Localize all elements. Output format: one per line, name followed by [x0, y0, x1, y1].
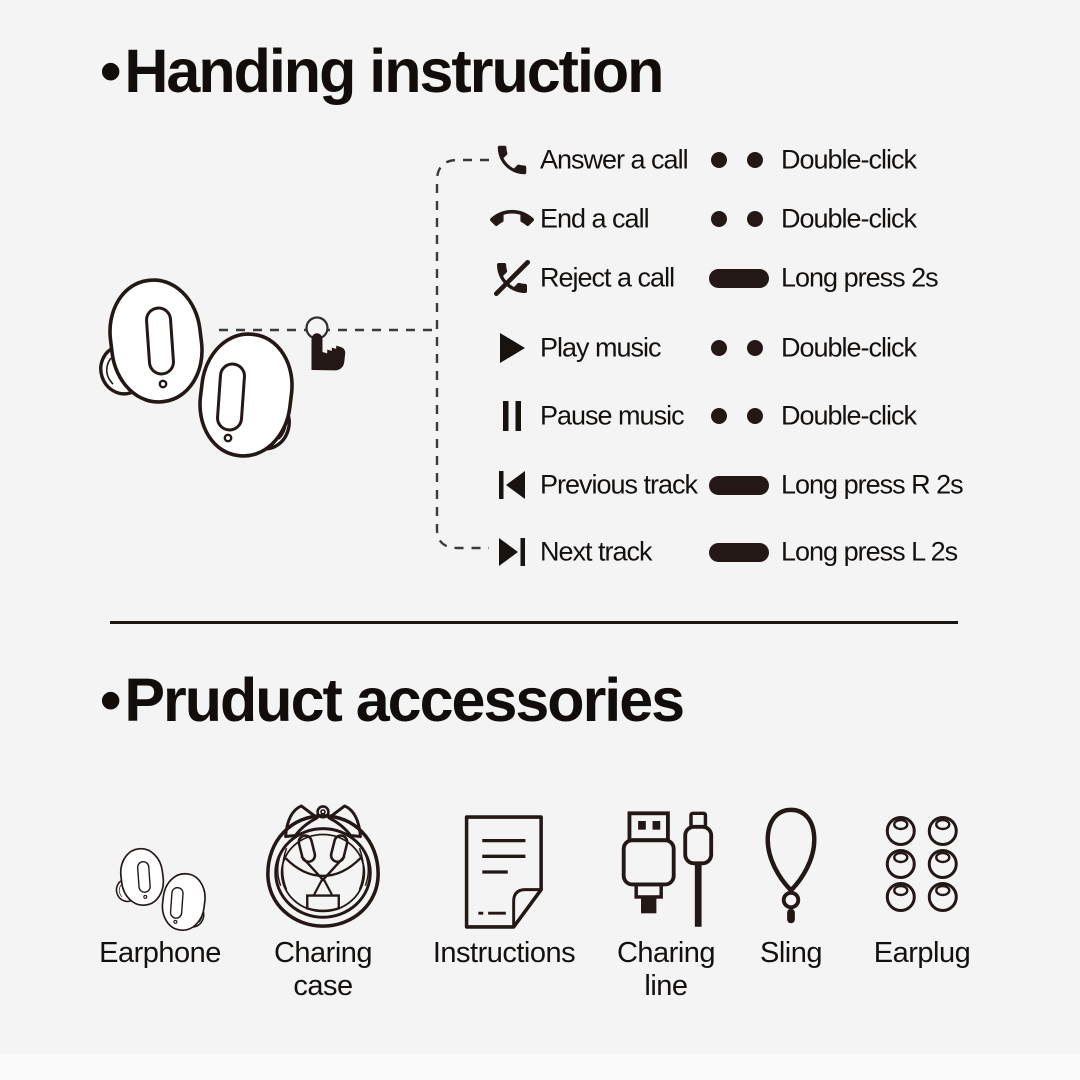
- accessory-item: Earplug: [873, 795, 971, 970]
- accessory-item: Earphone: [99, 795, 221, 970]
- accessory-label: Earplug: [873, 937, 971, 969]
- previous-track-icon: [489, 463, 535, 507]
- accessory-label: Sling: [760, 937, 823, 969]
- earphone-icon: [99, 795, 221, 933]
- handling-section-title: •Handing instruction: [100, 41, 664, 102]
- accessory-label: Charing line: [616, 937, 716, 1002]
- earplug-icon: [874, 795, 970, 933]
- title-bullet: •: [100, 666, 121, 734]
- double-click-dots-indicator: [709, 138, 773, 182]
- action-label: Pause music: [540, 400, 685, 431]
- accessory-label: Instructions: [432, 937, 576, 969]
- double-click-dots-indicator: [709, 326, 773, 370]
- next-track-icon: [489, 530, 535, 574]
- end-call-icon: [489, 197, 535, 241]
- charging-cable-icon: [600, 795, 732, 933]
- gesture-label: Long press R 2s: [781, 469, 964, 500]
- answer-call-icon: [489, 138, 535, 182]
- bottom-strip: [0, 1054, 1080, 1080]
- action-label: Next track: [540, 536, 653, 567]
- action-label: Answer a call: [540, 144, 689, 175]
- action-label: End a call: [540, 203, 650, 234]
- accessory-label: Earphone: [99, 937, 221, 969]
- accessory-item: Charing case: [253, 795, 393, 1003]
- action-label: Reject a call: [540, 262, 675, 293]
- pause-icon: [489, 394, 535, 438]
- gesture-label: Long press L 2s: [781, 536, 958, 567]
- accessory-item: Instructions: [432, 795, 576, 970]
- accessory-label: Charing case: [273, 937, 373, 1002]
- reject-call-icon: [489, 256, 535, 300]
- accessories-title-text: Pruduct accessories: [124, 666, 685, 734]
- handling-title-text: Handing instruction: [124, 37, 664, 105]
- gesture-label: Double-click: [781, 144, 917, 175]
- instructions-icon: [433, 795, 575, 933]
- play-icon: [489, 326, 535, 370]
- double-click-dots-indicator: [709, 394, 773, 438]
- section-divider: [110, 621, 958, 624]
- earbuds-tap-illustration: [92, 158, 489, 550]
- handling-row: Next track Long press L 2s: [0, 530, 1080, 574]
- long-press-pill-indicator: [709, 463, 771, 507]
- action-label: Play music: [540, 332, 662, 363]
- gesture-label: Double-click: [781, 332, 917, 363]
- accessories-section-title: •Pruduct accessories: [100, 670, 685, 731]
- long-press-pill-indicator: [709, 256, 771, 300]
- accessory-item: Charing line: [600, 795, 732, 1003]
- accessory-item: Sling: [753, 795, 829, 970]
- gesture-label: Long press 2s: [781, 262, 939, 293]
- action-label: Previous track: [540, 469, 698, 500]
- long-press-pill-indicator: [709, 530, 771, 574]
- handling-row: Reject a call Long press 2s: [0, 256, 1080, 300]
- tap-gesture-icon: [305, 316, 346, 371]
- handling-row: Pause music Double-click: [0, 394, 1080, 438]
- charging-case-icon: [253, 795, 393, 933]
- handling-row: Previous track Long press R 2s: [0, 463, 1080, 507]
- gesture-label: Double-click: [781, 203, 917, 234]
- double-click-dots-indicator: [709, 197, 773, 241]
- sling-icon: [753, 795, 829, 933]
- handling-row: End a call Double-click: [0, 197, 1080, 241]
- title-bullet: •: [100, 37, 121, 105]
- handling-row: Answer a call Double-click: [0, 138, 1080, 182]
- gesture-label: Double-click: [781, 400, 917, 431]
- handling-row: Play music Double-click: [0, 326, 1080, 370]
